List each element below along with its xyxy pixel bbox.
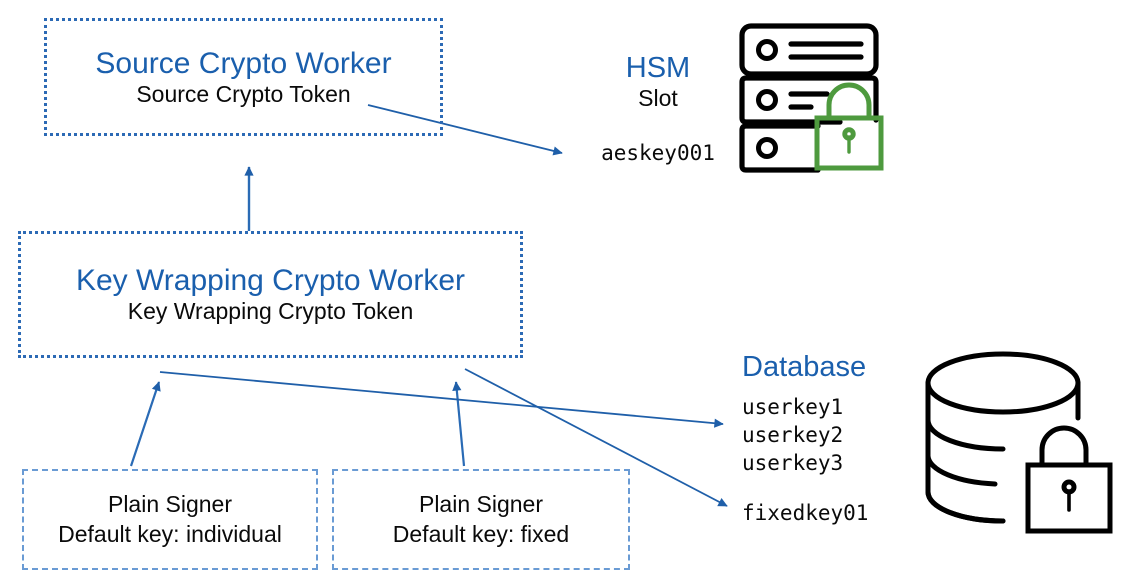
database-key-fixedkey01: fixedkey01	[742, 501, 869, 525]
database-key-userkey2: userkey2	[742, 422, 844, 447]
connector-signer-fixed-to-key-wrapping	[452, 381, 466, 467]
source-crypto-worker-title: Source Crypto Worker	[95, 46, 392, 80]
hsm-slot-label: Slot	[638, 84, 678, 111]
node-key-wrapping-crypto-worker[interactable]: Key Wrapping Crypto Worker Key Wrapping …	[18, 231, 523, 358]
plain-signer-individual-line2: Default key: individual	[58, 520, 282, 547]
hsm-key-aeskey001: aeskey001	[601, 141, 715, 165]
server-rack-icon	[739, 23, 879, 173]
black-padlock-icon	[1025, 425, 1113, 534]
key-wrapping-crypto-worker-subtitle: Key Wrapping Crypto Token	[127, 298, 414, 325]
connector-key-wrapping-to-database-userkeys	[159, 371, 724, 428]
node-plain-signer-fixed[interactable]: Plain Signer Default key: fixed	[332, 469, 630, 570]
database-userkey-list: userkey1 userkey2 userkey3	[742, 394, 843, 478]
node-source-crypto-worker[interactable]: Source Crypto Worker Source Crypto Token	[44, 18, 443, 136]
connector-source-token-to-hsm	[367, 104, 563, 156]
source-crypto-worker-subtitle: Source Crypto Token	[136, 80, 351, 107]
node-plain-signer-individual[interactable]: Plain Signer Default key: individual	[22, 469, 318, 570]
key-wrapping-crypto-worker-title: Key Wrapping Crypto Worker	[75, 264, 466, 298]
database-key-userkey3: userkey3	[742, 450, 844, 475]
database-title: Database	[742, 351, 867, 383]
plain-signer-fixed-line2: Default key: fixed	[392, 520, 570, 547]
connector-signer-individual-to-key-wrapping	[129, 381, 161, 467]
plain-signer-individual-line1: Plain Signer	[107, 491, 233, 518]
database-key-userkey1: userkey1	[742, 395, 844, 419]
connector-key-wrapping-to-database-fixedkey	[464, 368, 728, 507]
green-padlock-icon	[814, 82, 884, 171]
hsm-label-group: HSM Slot	[578, 52, 738, 111]
hsm-title: HSM	[625, 52, 691, 84]
plain-signer-fixed-line1: Plain Signer	[418, 491, 544, 518]
database-cylinder-icon	[925, 351, 1081, 524]
